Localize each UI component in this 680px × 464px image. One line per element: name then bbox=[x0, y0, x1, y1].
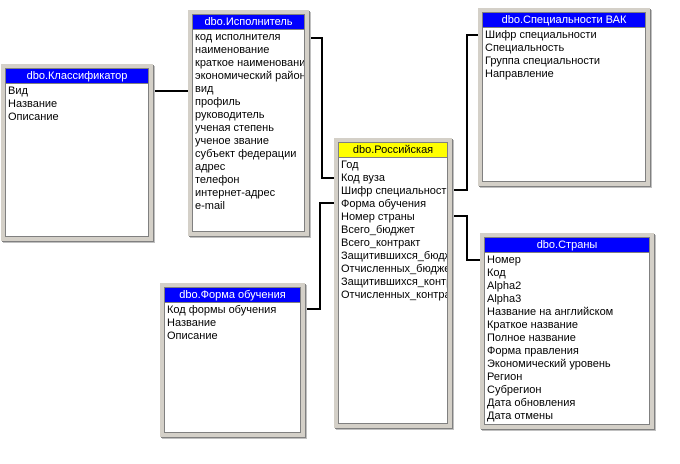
column-list: код исполнителя наименование краткое наи… bbox=[193, 30, 304, 213]
column-item[interactable]: Всего_бюджет bbox=[341, 224, 415, 236]
column-item[interactable]: Название на английском bbox=[487, 306, 614, 318]
column-item[interactable]: Отчисленных_бюджет bbox=[341, 263, 447, 275]
table-title[interactable]: dbo.Исполнитель bbox=[193, 15, 304, 30]
table-title[interactable]: dbo.Страны bbox=[485, 238, 649, 253]
table-russian[interactable]: dbo.Российская Год Код вуза Шифр специал… bbox=[334, 138, 452, 428]
column-item[interactable]: Отчисленных_контракт bbox=[341, 289, 447, 301]
column-item[interactable]: Код bbox=[487, 267, 506, 279]
link-specialties-russian bbox=[448, 34, 482, 191]
column-item[interactable]: Форма правления bbox=[487, 345, 579, 357]
column-item[interactable]: Название bbox=[167, 317, 217, 329]
column-item[interactable]: Защитившихся_контракт bbox=[341, 276, 447, 288]
column-item[interactable]: Группа специальности bbox=[485, 55, 601, 67]
column-item[interactable]: Название bbox=[8, 98, 58, 110]
column-item[interactable]: Направление bbox=[485, 68, 554, 80]
column-item[interactable]: Субрегион bbox=[487, 384, 542, 396]
column-item[interactable]: ученое звание bbox=[195, 135, 269, 147]
table-specialties-vak[interactable]: dbo.Специальности ВАК Шифр специальности… bbox=[478, 8, 650, 186]
column-item[interactable]: Alpha2 bbox=[487, 280, 522, 292]
table-study-form[interactable]: dbo.Форма обучения Код формы обучения На… bbox=[160, 283, 305, 437]
column-list: Номер Код Alpha2 Alpha3 Название на англ… bbox=[485, 253, 649, 423]
column-item[interactable]: Всего_контракт bbox=[341, 237, 421, 249]
table-countries[interactable]: dbo.Страны Номер Код Alpha2 Alpha3 Назва… bbox=[480, 233, 654, 429]
column-item[interactable]: Полное название bbox=[487, 332, 576, 344]
column-list: Вид Название Описание bbox=[6, 84, 148, 124]
column-item[interactable]: Шифр специальности bbox=[485, 29, 597, 41]
column-item[interactable]: Защитившихся_бюджет bbox=[341, 250, 447, 262]
column-item[interactable]: Описание bbox=[167, 330, 218, 342]
link-countries-russian bbox=[448, 215, 482, 261]
column-item[interactable]: Форма обучения bbox=[341, 198, 427, 210]
column-item[interactable]: наименование bbox=[195, 44, 270, 56]
column-item[interactable]: краткое наименование bbox=[195, 57, 304, 69]
column-item[interactable]: руководитель bbox=[195, 109, 265, 121]
column-item[interactable]: Код вуза bbox=[341, 172, 386, 184]
column-item[interactable]: Дата обновления bbox=[487, 397, 576, 409]
column-item[interactable]: телефон bbox=[195, 174, 240, 186]
column-list: Год Код вуза Шифр специальности Форма об… bbox=[339, 158, 447, 302]
column-item[interactable]: Регион bbox=[487, 371, 523, 383]
column-item[interactable]: Номер bbox=[487, 254, 521, 266]
column-item[interactable]: Номер страны bbox=[341, 211, 415, 223]
column-item[interactable]: e-mail bbox=[195, 200, 225, 212]
column-item[interactable]: адрес bbox=[195, 161, 226, 173]
column-item[interactable]: Вид bbox=[8, 85, 28, 97]
column-item[interactable]: Экономический уровень bbox=[487, 358, 611, 370]
table-title[interactable]: dbo.Классификатор bbox=[6, 69, 148, 84]
table-title[interactable]: dbo.Форма обучения bbox=[165, 288, 300, 303]
column-item[interactable]: вид bbox=[195, 83, 214, 95]
column-item[interactable]: субъект федерации bbox=[195, 148, 297, 160]
column-item[interactable]: Шифр специальности bbox=[341, 185, 447, 197]
table-title[interactable]: dbo.Российская bbox=[339, 143, 447, 158]
table-performer[interactable]: dbo.Исполнитель код исполнителя наименов… bbox=[188, 10, 309, 236]
column-item[interactable]: Alpha3 bbox=[487, 293, 522, 305]
column-item[interactable]: интернет-адрес bbox=[195, 187, 276, 199]
column-item[interactable]: ученая степень bbox=[195, 122, 274, 134]
column-item[interactable]: Код формы обучения bbox=[167, 304, 277, 316]
table-classifier[interactable]: dbo.Классификатор Вид Название Описание bbox=[1, 64, 153, 241]
column-item[interactable]: Дата отмены bbox=[487, 410, 553, 422]
column-item[interactable]: Краткое название bbox=[487, 319, 578, 331]
column-item[interactable]: экономический район bbox=[195, 70, 304, 82]
table-title[interactable]: dbo.Специальности ВАК bbox=[483, 13, 645, 28]
column-item[interactable]: Год bbox=[341, 159, 359, 171]
link-studyform-russian bbox=[303, 202, 337, 310]
column-item[interactable]: Специальность bbox=[485, 42, 565, 54]
column-item[interactable]: профиль bbox=[195, 96, 241, 108]
link-performer-russian bbox=[307, 37, 337, 179]
column-item[interactable]: код исполнителя bbox=[195, 31, 281, 43]
column-list: Шифр специальности Специальность Группа … bbox=[483, 28, 645, 81]
column-list: Код формы обучения Название Описание bbox=[165, 303, 300, 343]
column-item[interactable]: Описание bbox=[8, 111, 59, 123]
